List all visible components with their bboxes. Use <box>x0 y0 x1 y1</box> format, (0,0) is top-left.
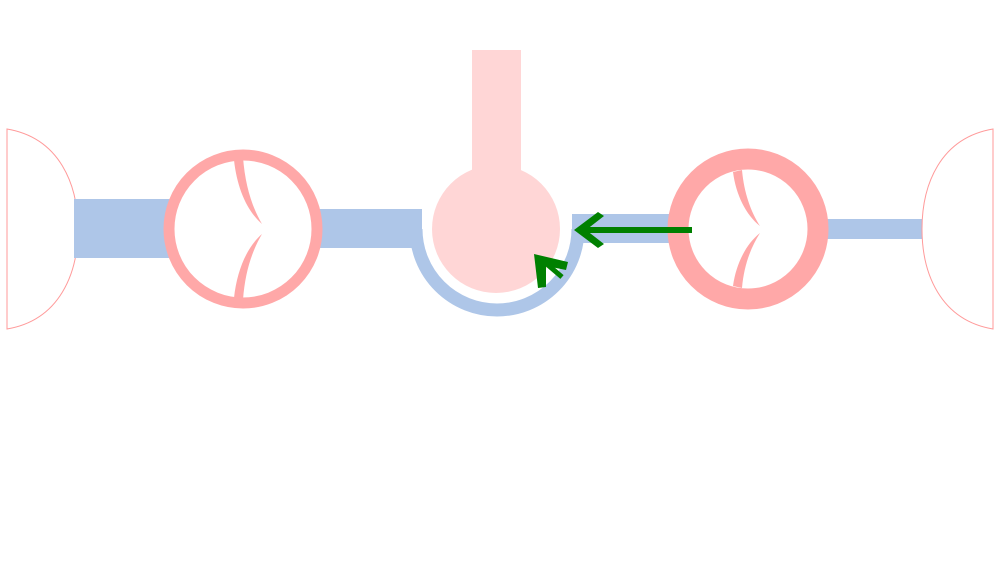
left-valve-leaflet-top <box>234 157 262 224</box>
left-pipe-segment <box>74 199 170 258</box>
right-valve-leaflet-top <box>733 170 760 226</box>
right-pipe-segment <box>824 219 924 239</box>
center-pipe-left <box>318 209 422 248</box>
left-valve-ring <box>163 149 323 309</box>
right-end-cap <box>921 128 994 330</box>
flow-arrow-curved-head <box>534 254 568 288</box>
right-valve <box>667 148 829 310</box>
flow-arrow-main-head <box>574 212 604 248</box>
left-end-cap <box>6 128 79 330</box>
flow-arrow-main <box>574 212 692 248</box>
right-valve-ring <box>667 148 829 310</box>
left-valve <box>163 149 323 309</box>
left-valve-leaflet-bottom <box>234 234 262 300</box>
chamber-u-pipe <box>409 228 585 317</box>
right-valve-leaflet-bottom <box>733 233 760 288</box>
chamber <box>432 165 560 293</box>
flow-arrow-curved <box>534 254 568 288</box>
